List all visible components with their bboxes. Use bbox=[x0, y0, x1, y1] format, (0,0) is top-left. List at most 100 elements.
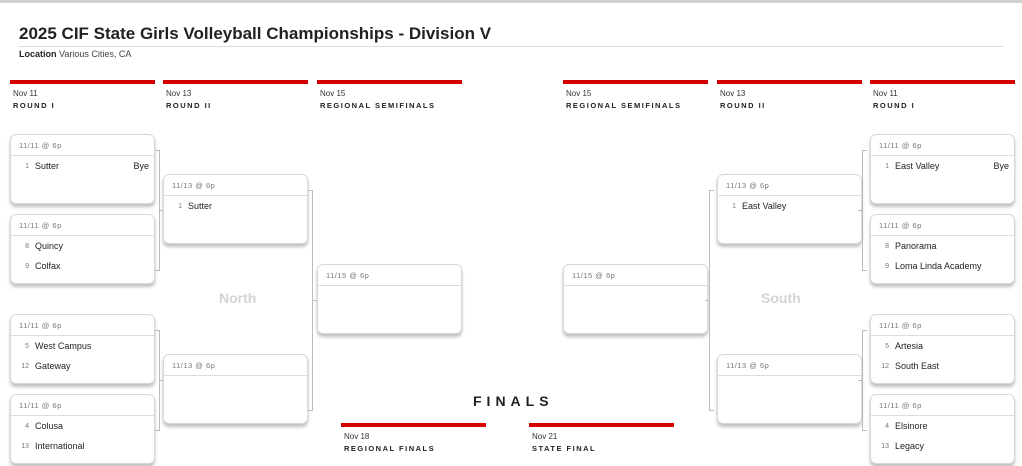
match-time: 11/11 @ 6p bbox=[11, 135, 154, 156]
round-date: Nov 15 bbox=[320, 89, 346, 98]
location-value: Various Cities, CA bbox=[59, 49, 132, 59]
match-card[interactable]: 11/15 @ 6p bbox=[563, 264, 708, 334]
header-bar bbox=[10, 80, 155, 84]
team-name: Sutter bbox=[188, 201, 213, 211]
team-seed: 1 bbox=[178, 202, 182, 210]
bracket-connector bbox=[159, 380, 163, 381]
team-name: Panorama bbox=[895, 241, 937, 251]
header-bar bbox=[563, 80, 708, 84]
bracket-connector bbox=[858, 210, 862, 211]
team-name: Gateway bbox=[35, 361, 71, 371]
finals-title: FINALS bbox=[473, 393, 554, 409]
match-time: 11/15 @ 6p bbox=[318, 265, 461, 286]
header-bar bbox=[870, 80, 1015, 84]
team-row[interactable]: 8 Quincy bbox=[11, 236, 154, 256]
page-title: 2025 CIF State Girls Volleyball Champion… bbox=[19, 24, 492, 43]
round-name: ROUND I bbox=[873, 101, 916, 110]
team-row[interactable]: 13 International bbox=[11, 436, 154, 456]
team-seed: 13 bbox=[21, 442, 29, 450]
round-date: Nov 13 bbox=[720, 89, 746, 98]
bracket-connector bbox=[709, 190, 714, 191]
match-time: 11/11 @ 6p bbox=[11, 215, 154, 236]
bracket-connector bbox=[705, 300, 710, 301]
header-bar bbox=[317, 80, 462, 84]
team-score: Bye bbox=[133, 161, 149, 171]
region-south: South bbox=[761, 290, 801, 306]
team-score: Bye bbox=[993, 161, 1009, 171]
bracket-connector bbox=[862, 330, 863, 430]
match-time: 11/11 @ 6p bbox=[871, 315, 1014, 336]
team-name: Loma Linda Academy bbox=[895, 261, 982, 271]
bracket-connector bbox=[862, 430, 867, 431]
header-bar bbox=[163, 80, 308, 84]
bracket-connector bbox=[308, 410, 313, 411]
team-name: Legacy bbox=[895, 441, 925, 451]
team-seed: 8 bbox=[885, 242, 889, 250]
team-seed: 1 bbox=[732, 202, 736, 210]
location: Location Various Cities, CA bbox=[19, 49, 131, 59]
top-bar bbox=[0, 0, 1022, 3]
bracket-connector bbox=[862, 150, 863, 270]
bracket-connector bbox=[862, 150, 867, 151]
match-time: 11/11 @ 6p bbox=[11, 315, 154, 336]
bracket-connector bbox=[858, 380, 862, 381]
bracket-connector bbox=[155, 330, 160, 331]
round-name: REGIONAL SEMIFINALS bbox=[320, 101, 436, 110]
match-time: 11/11 @ 6p bbox=[11, 395, 154, 416]
team-name: Artesia bbox=[895, 341, 924, 351]
round-date: Nov 21 bbox=[532, 432, 558, 441]
round-name: ROUND II bbox=[166, 101, 212, 110]
team-row[interactable]: 1 Sutter bbox=[164, 196, 307, 216]
location-label: Location bbox=[19, 49, 57, 59]
team-name: Elsinore bbox=[895, 421, 928, 431]
bracket-connector bbox=[155, 430, 160, 431]
team-seed: 12 bbox=[21, 362, 29, 370]
divider bbox=[19, 46, 1004, 47]
match-card[interactable]: 11/13 @ 6p bbox=[163, 354, 308, 424]
team-row[interactable]: 8 Panorama bbox=[871, 236, 1014, 256]
team-seed: 1 bbox=[25, 162, 29, 170]
header-bar bbox=[529, 423, 674, 427]
round-name: REGIONAL FINALS bbox=[344, 444, 436, 453]
column-header: Nov 15 REGIONAL SEMIFINALS bbox=[317, 80, 462, 110]
match-time: 11/15 @ 6p bbox=[564, 265, 707, 286]
team-name: International bbox=[35, 441, 85, 451]
team-seed: 8 bbox=[25, 242, 29, 250]
team-name: Quincy bbox=[35, 241, 64, 251]
round-date: Nov 18 bbox=[344, 432, 370, 441]
round-name: REGIONAL SEMIFINALS bbox=[566, 101, 682, 110]
match-card[interactable]: 11/15 @ 6p bbox=[317, 264, 462, 334]
bracket-connector bbox=[709, 410, 714, 411]
team-name: Colusa bbox=[35, 421, 64, 431]
match-time: 11/13 @ 6p bbox=[164, 355, 307, 376]
match-time: 11/11 @ 6p bbox=[871, 395, 1014, 416]
match-time: 11/13 @ 6p bbox=[718, 355, 861, 376]
match-card[interactable]: 11/13 @ 6p bbox=[717, 354, 862, 424]
team-row[interactable]: 12 Gateway bbox=[11, 356, 154, 376]
